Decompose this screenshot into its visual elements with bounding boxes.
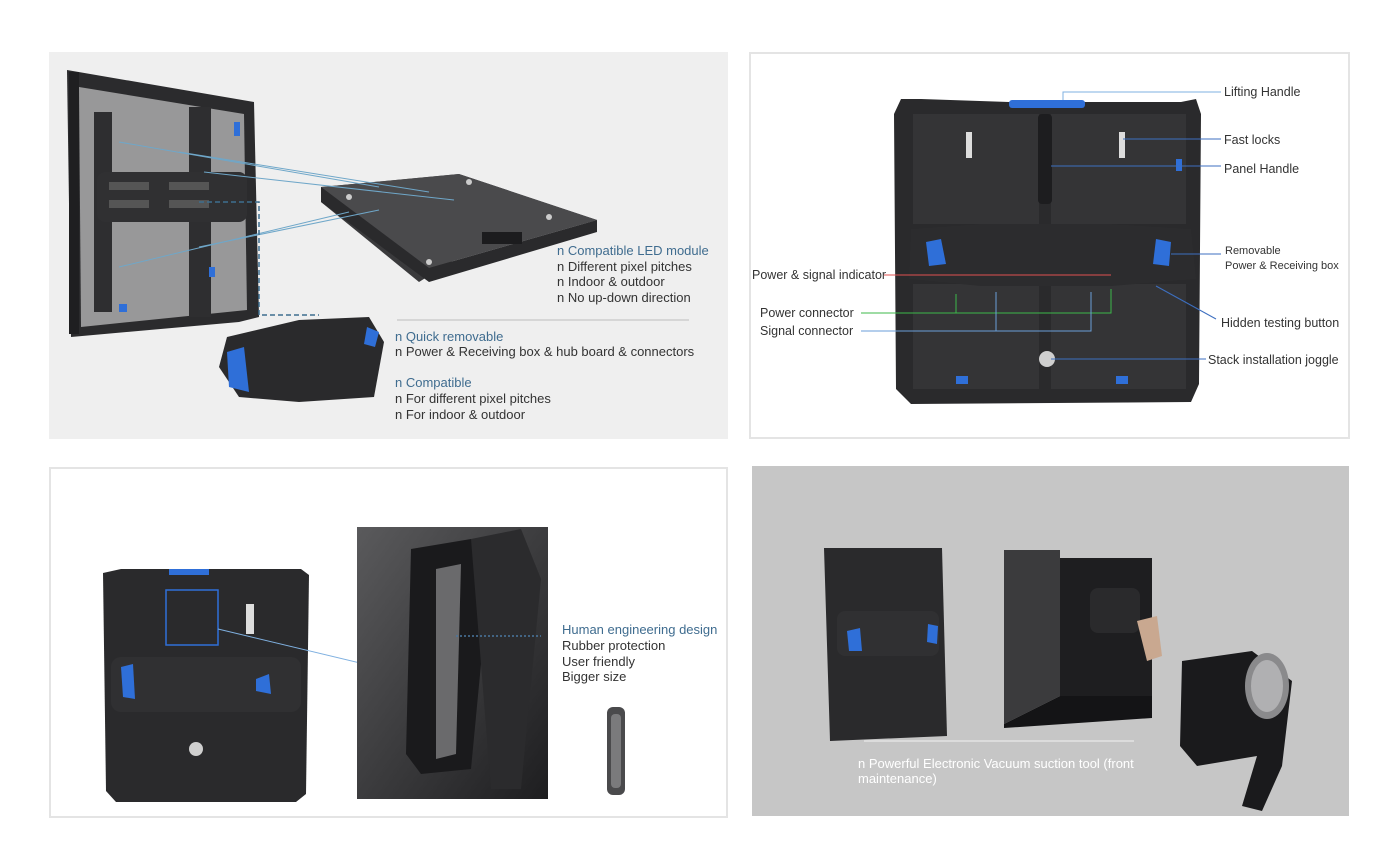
panel-cabinet-overview: n Compatible LED module n Different pixe…: [49, 52, 728, 439]
label-lifting-handle: Lifting Handle: [1224, 85, 1301, 99]
label-hidden-testing-button: Hidden testing button: [1221, 316, 1340, 330]
panel-human-engineering: Human engineering design Rubber protecti…: [49, 467, 728, 818]
label-panel-handle: Panel Handle: [1224, 162, 1300, 176]
compat-item-2: n For indoor & outdoor: [395, 407, 526, 422]
compat-item-1: n For different pixel pitches: [395, 391, 551, 406]
vacuum-tool-caption: n Powerful Electronic Vacuum suction too…: [858, 756, 1134, 786]
label-power-connector: Power connector: [760, 306, 854, 320]
module-item-1: n Different pixel pitches: [557, 259, 692, 274]
human-engineering-item-1: Rubber protection: [562, 638, 666, 653]
label-fast-locks: Fast locks: [1224, 133, 1281, 147]
compat-heading: n Compatible: [395, 375, 472, 390]
module-item-2: n Indoor & outdoor: [557, 274, 665, 289]
cabinet-exploded-illustration: [67, 70, 689, 402]
label-power-signal-indicator: Power & signal indicator: [752, 268, 887, 282]
human-engineering-item-2: User friendly: [562, 654, 635, 669]
module-heading: n Compatible LED module: [557, 243, 709, 258]
cabinet-back-illustration: [861, 91, 1221, 404]
panel-cabinet-back-labels: Lifting Handle Fast locks Panel Handle R…: [749, 52, 1350, 439]
handle-detail-illustration: [103, 527, 625, 802]
module-item-3: n No up-down direction: [557, 290, 691, 305]
label-power-receiving-box: Power & Receiving box: [1225, 260, 1339, 272]
box-item-1: n Power & Receiving box & hub board & co…: [395, 344, 695, 359]
human-engineering-item-3: Bigger size: [562, 669, 627, 684]
label-removable: Removable: [1225, 245, 1281, 257]
panel-vacuum-tool: n Powerful Electronic Vacuum suction too…: [752, 466, 1349, 816]
label-stack-installation-joggle: Stack installation joggle: [1208, 353, 1339, 367]
box-heading: n Quick removable: [395, 329, 504, 344]
label-signal-connector: Signal connector: [760, 324, 854, 338]
human-engineering-heading: Human engineering design: [562, 622, 718, 637]
vacuum-tool-illustration: [824, 548, 1292, 811]
